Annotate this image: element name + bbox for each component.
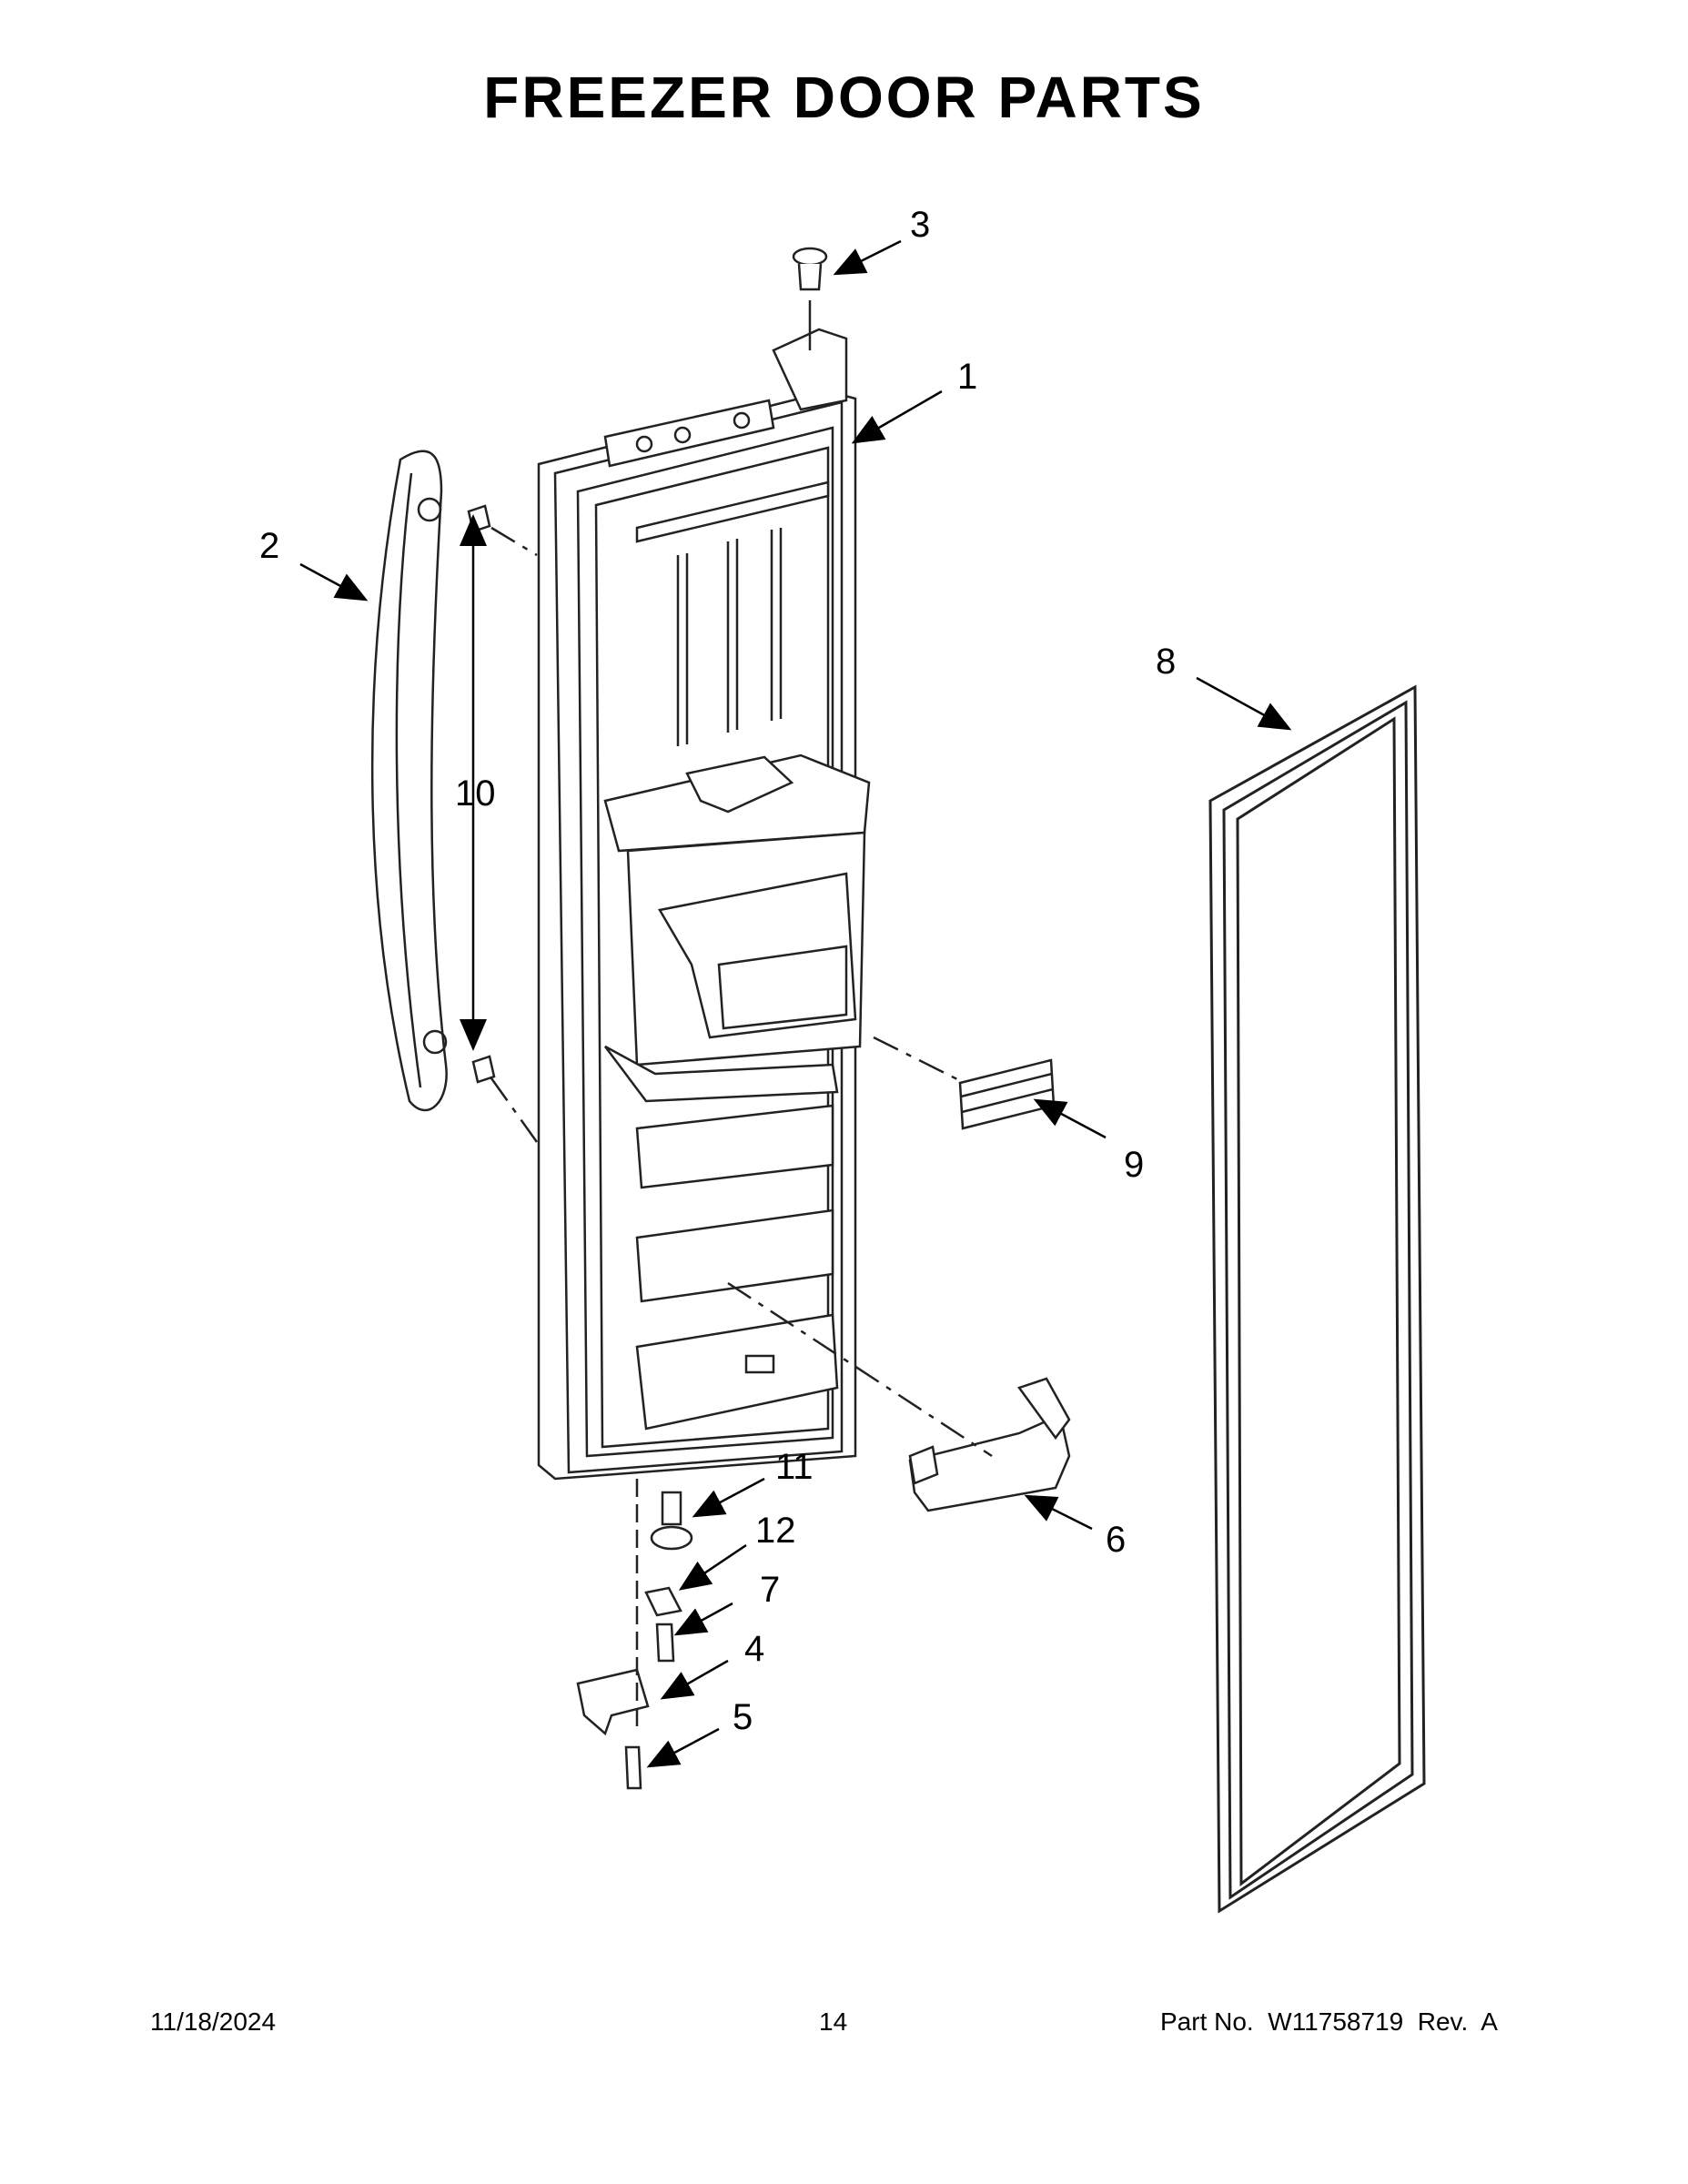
- callout-12: 12: [755, 1511, 796, 1551]
- callout-11: 11: [775, 1447, 814, 1487]
- footer-date: 11/18/2024: [150, 2007, 277, 2036]
- door-bin: [908, 1377, 1071, 1512]
- callout-4: 4: [744, 1629, 765, 1669]
- footer-part-number: Part No. W11758719 Rev. A: [1160, 2007, 1498, 2036]
- dispenser-trim: [958, 1058, 1056, 1130]
- callout-2: 2: [259, 526, 280, 566]
- leader-8: [1196, 676, 1292, 731]
- callout-7: 7: [760, 1570, 781, 1610]
- callout-3: 3: [910, 205, 931, 245]
- door-handle: [370, 450, 448, 1112]
- callout-1: 1: [957, 357, 978, 397]
- callout-6: 6: [1106, 1520, 1127, 1560]
- footer-page-number: 14: [819, 2007, 848, 2036]
- page-title: FREEZER DOOR PARTS: [483, 65, 1205, 130]
- leader-4: [660, 1659, 729, 1700]
- callout-9: 9: [1124, 1145, 1145, 1185]
- leader-5: [646, 1727, 720, 1768]
- leader-9: [1033, 1098, 1107, 1139]
- leader-2: [299, 562, 369, 602]
- callout-8: 8: [1156, 642, 1177, 682]
- callout-10: 10: [455, 774, 496, 814]
- freezer-door: [537, 328, 871, 1481]
- leader-3: [833, 239, 902, 276]
- leader-1: [851, 389, 943, 444]
- leader-12: [678, 1543, 747, 1591]
- leader-7: [673, 1602, 733, 1636]
- leader-6: [1024, 1494, 1093, 1531]
- lower-hinge-parts: [576, 1479, 693, 1790]
- leader-11: [692, 1477, 765, 1518]
- hinge-cap: [792, 247, 828, 350]
- door-gasket: [1208, 684, 1426, 1914]
- callout-5: 5: [733, 1697, 753, 1737]
